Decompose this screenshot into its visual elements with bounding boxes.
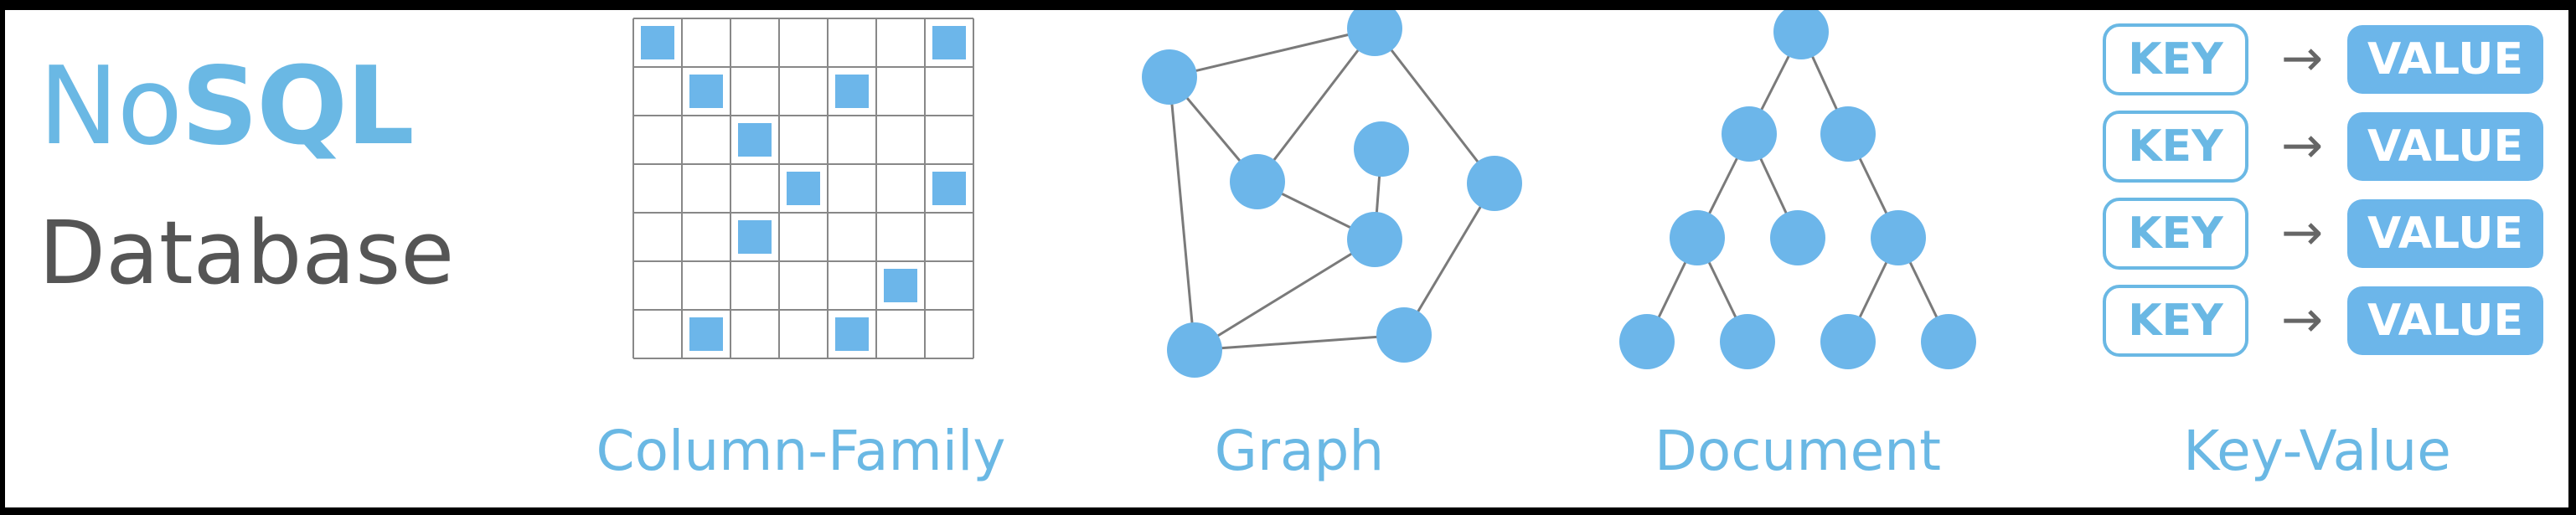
arrow-icon: → <box>2281 116 2323 175</box>
graph-edge <box>1402 183 1496 336</box>
column-family-icon <box>632 18 974 359</box>
diagram-panel: NoSQL Database KEY → VALUE KEY → VALUE KEY → VAL… <box>5 10 2568 507</box>
graph-edge <box>1194 333 1405 352</box>
title-sql: SQL <box>181 44 415 169</box>
key-box: KEY <box>2103 111 2248 183</box>
graph-node <box>1230 154 1285 209</box>
grid-cell-filled <box>738 123 772 157</box>
graph-node <box>1167 322 1222 378</box>
tree-node <box>1770 210 1825 265</box>
grid-cell-filled <box>884 269 917 302</box>
arrow-icon: → <box>2281 203 2323 262</box>
svg-text:VALUE: VALUE <box>2367 296 2523 346</box>
svg-text:VALUE: VALUE <box>2367 121 2523 172</box>
arrow-icon: → <box>2281 291 2323 349</box>
tree-node <box>1820 314 1876 369</box>
graph-edge <box>1194 238 1376 352</box>
grid-cell-filled <box>787 172 820 205</box>
grid-cell-filled <box>689 75 723 108</box>
graph-edge <box>1373 28 1496 184</box>
graph-node <box>1347 212 1402 267</box>
value-box: VALUE <box>2347 25 2543 94</box>
tree-node <box>1871 210 1926 265</box>
value-box: VALUE <box>2347 112 2543 181</box>
arrow-icon: → <box>2281 29 2323 88</box>
grid-cell-filled <box>738 220 772 254</box>
nosql-types-illustration: KEY → VALUE KEY → VALUE KEY → VALUE KEY → VALUE <box>632 10 2543 378</box>
graph-node <box>1467 156 1522 211</box>
svg-text:KEY: KEY <box>2128 209 2224 259</box>
svg-text:KEY: KEY <box>2128 34 2224 85</box>
svg-text:VALUE: VALUE <box>2367 209 2523 259</box>
tree-node <box>1722 106 1777 162</box>
tree-node <box>1619 314 1675 369</box>
key-box: KEY <box>2103 285 2248 357</box>
tree-node <box>1773 10 1829 59</box>
grid-cell-filled <box>835 317 869 351</box>
graph-node <box>1376 307 1432 363</box>
caption-document: Document <box>1655 419 1941 483</box>
database-subtitle: Database <box>39 202 455 304</box>
nosql-title: NoSQL <box>39 54 415 161</box>
graph-node <box>1347 10 1402 56</box>
svg-text:KEY: KEY <box>2128 296 2224 346</box>
caption-column-family: Column-Family <box>596 419 1006 483</box>
grid-cell-filled <box>932 26 966 59</box>
grid-cell-filled <box>689 317 723 351</box>
key-box: KEY <box>2103 198 2248 270</box>
graph-edge <box>1169 27 1376 79</box>
title-no: No <box>39 44 183 169</box>
svg-text:VALUE: VALUE <box>2367 34 2523 85</box>
value-box: VALUE <box>2347 286 2543 355</box>
caption-key-value: Key-Value <box>2183 419 2451 483</box>
grid-cell-filled <box>932 172 966 205</box>
graph-node <box>1354 121 1409 177</box>
grid-cell-filled <box>641 26 674 59</box>
tree-node <box>1921 314 1976 369</box>
svg-text:KEY: KEY <box>2128 121 2224 172</box>
grid-cell-filled <box>835 75 869 108</box>
graph-edge <box>1168 76 1196 351</box>
graph-node <box>1142 49 1197 105</box>
key-value-icon: KEY → VALUE KEY → VALUE KEY → VALUE KEY → VALUE <box>2103 23 2543 357</box>
caption-graph: Graph <box>1214 419 1385 483</box>
key-box: KEY <box>2103 23 2248 95</box>
tree-node <box>1820 106 1876 162</box>
tree-node <box>1670 210 1725 265</box>
graph-icon <box>1142 10 1522 378</box>
document-tree-icon <box>1619 10 1976 369</box>
value-box: VALUE <box>2347 199 2543 268</box>
graph-edge <box>1256 28 1376 183</box>
tree-node <box>1720 314 1775 369</box>
